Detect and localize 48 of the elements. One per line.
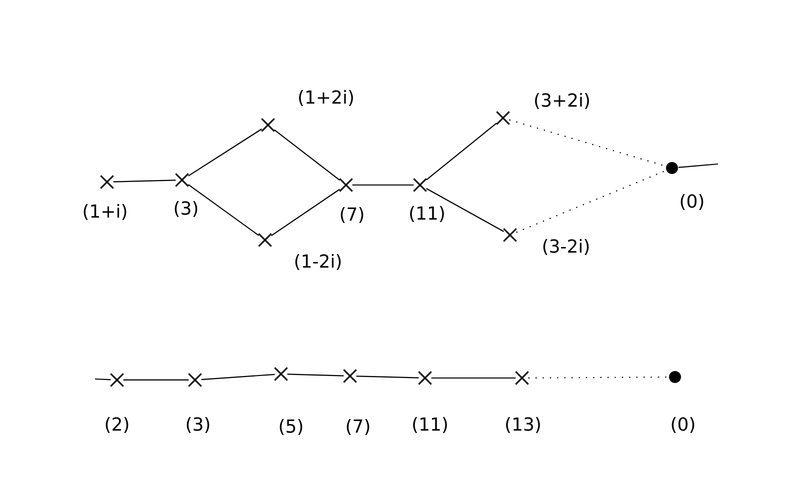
line: [274, 129, 340, 181]
point-label: (11): [413, 416, 447, 433]
point-label: (2): [106, 416, 128, 433]
point-label: (11): [410, 206, 444, 222]
point-label: (3+2i): [535, 92, 589, 109]
point-label: (1+i): [84, 204, 126, 220]
point-label: (1+2i): [299, 90, 353, 106]
cross-mark: [514, 370, 530, 386]
line: [188, 184, 260, 236]
line: [516, 170, 666, 233]
point-label: (3): [186, 416, 210, 433]
point-label: (5): [280, 418, 302, 435]
line: [123, 379, 189, 381]
cross-mark: [110, 372, 124, 388]
cross-mark: [418, 370, 432, 386]
cross-mark: [338, 178, 354, 192]
cross-mark: [188, 372, 202, 388]
cross-mark: [496, 110, 510, 126]
dot: [669, 370, 681, 383]
line: [113, 180, 176, 182]
cross-mark: [412, 178, 428, 192]
line: [678, 163, 718, 168]
point-label: (3-2i): [543, 238, 589, 255]
point-label: (1-2i): [295, 254, 341, 270]
cross-mark: [502, 228, 518, 242]
line: [271, 188, 340, 236]
point-label: (3): [174, 200, 198, 217]
point-label: (7): [346, 418, 370, 435]
cross-mark: [260, 118, 276, 132]
point-label: (0): [672, 416, 694, 433]
point-label: (0): [680, 194, 704, 210]
line: [287, 374, 344, 376]
line: [431, 377, 516, 379]
line: [352, 184, 414, 186]
cross-mark: [342, 368, 358, 384]
cross-mark: [100, 174, 114, 190]
cross-mark: [274, 366, 288, 382]
point-label: (13): [506, 416, 540, 433]
dot: [666, 162, 678, 174]
line: [426, 122, 498, 180]
line: [94, 378, 111, 380]
cross-mark: [258, 232, 272, 248]
cross-mark: [174, 172, 190, 188]
point-label: (7): [340, 206, 364, 223]
line: [356, 376, 419, 378]
line: [201, 374, 275, 380]
line: [426, 188, 504, 232]
line: [188, 128, 262, 176]
